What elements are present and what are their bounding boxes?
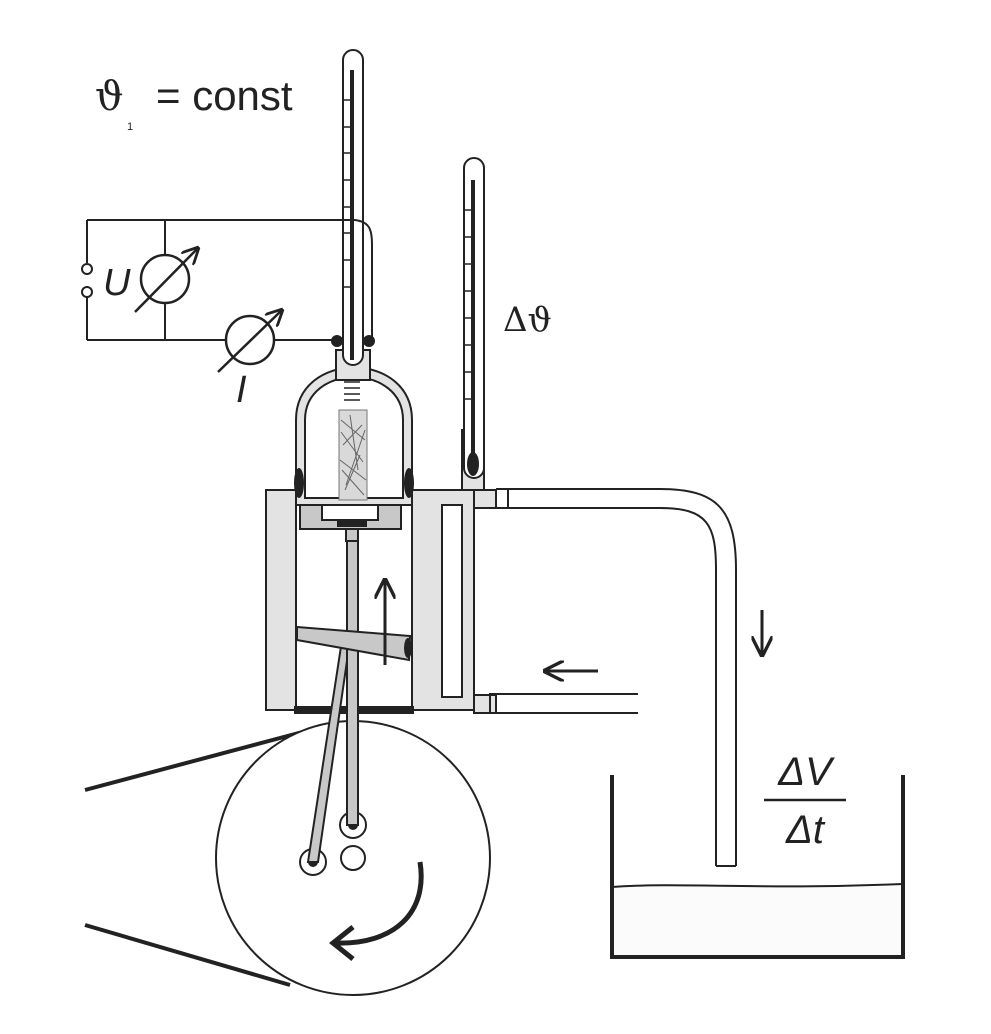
curved-arrow-icon (334, 861, 424, 946)
circuit-wires (81, 219, 373, 345)
flywheel (84, 720, 491, 996)
theta1-symbol: ϑ (95, 74, 124, 120)
beaker (610, 775, 905, 959)
voltage-label: U (103, 262, 131, 304)
calorimeter-head (294, 349, 414, 542)
theta1-subscript: 1 (127, 121, 133, 133)
arrow-icon (385, 580, 762, 671)
inlet-pipe (489, 693, 638, 714)
thermometer-1 (331, 49, 375, 366)
delta-theta-label: Δϑ (503, 300, 552, 340)
flow-denominator: Δt (785, 808, 826, 852)
outlet-pipe (496, 488, 737, 867)
rotation-arrow (328, 861, 424, 961)
theta1-const-label: = const (156, 72, 293, 119)
flow-numerator: ΔV (777, 750, 835, 794)
thermometer-2 (461, 157, 485, 491)
piston-rods (296, 539, 412, 863)
ammeter-icon (217, 310, 282, 373)
voltmeter-icon (134, 248, 198, 313)
current-label: I (236, 369, 247, 411)
